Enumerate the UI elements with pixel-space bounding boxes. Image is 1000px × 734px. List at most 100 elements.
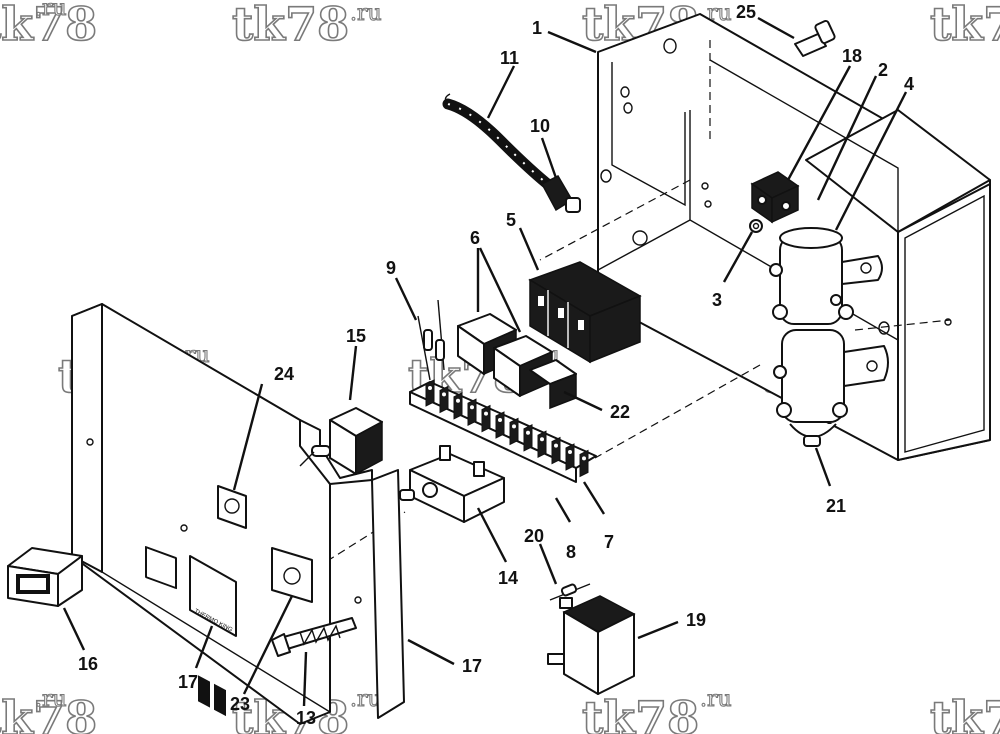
callout-19: 19	[686, 610, 706, 630]
panel-cutout	[145, 546, 177, 590]
leader-line	[757, 16, 795, 40]
fitting-body	[794, 33, 827, 57]
terminal-screw	[442, 392, 446, 397]
logo-mark	[214, 683, 226, 717]
callout-13: 13	[296, 708, 316, 728]
wire-harness	[442, 93, 556, 192]
leader-line	[518, 227, 540, 271]
leader-line	[348, 345, 358, 401]
terminal-screw	[484, 411, 488, 416]
mounting-hole	[620, 86, 630, 98]
panel-hole	[354, 596, 362, 604]
callout-1: 1	[532, 18, 542, 38]
wire-terminal	[435, 339, 445, 361]
leader-line	[722, 231, 754, 283]
relay-terminal	[578, 320, 584, 330]
relay-terminal	[558, 308, 564, 318]
diode-body	[560, 583, 578, 597]
toggle-switch	[299, 407, 383, 476]
wire-leads	[417, 299, 445, 381]
callout-22: 22	[610, 402, 630, 422]
screw	[749, 219, 763, 233]
watermark-suffix: .ru	[35, 0, 67, 21]
cable-end	[444, 93, 451, 105]
callout-25: 25	[736, 2, 756, 22]
solenoid-body	[779, 235, 843, 325]
callout-20: 20	[524, 526, 544, 546]
bezel-plate-lower	[271, 547, 313, 603]
mounting-hole	[944, 318, 952, 326]
callout-24: 24	[274, 364, 294, 384]
leader-line	[302, 651, 308, 707]
solenoid-terminal	[832, 402, 848, 418]
terminal-block	[537, 430, 547, 459]
terminal-block	[439, 385, 449, 414]
bracket-hole	[860, 262, 872, 274]
relay-bank	[528, 261, 642, 364]
screw-thread	[299, 624, 341, 646]
terminal-screw	[540, 437, 544, 442]
terminal-marker-strip	[409, 391, 577, 483]
callout-10: 10	[530, 116, 550, 136]
relay-bank-side	[589, 294, 641, 364]
callout-labels: 1 2 3 4 5 6 7 8 9 10 11 13 14 15 16 17 1…	[78, 2, 914, 728]
terminal-screw	[526, 430, 530, 435]
housing-right-face	[897, 183, 991, 461]
switch-post	[439, 445, 451, 461]
screw-head	[749, 219, 763, 233]
terminal-screw	[568, 450, 572, 454]
front-panel: THERMO KING	[71, 303, 405, 725]
solenoid-terminal	[776, 402, 792, 418]
rectifier-tab	[559, 597, 573, 609]
selector-switch	[399, 445, 505, 523]
callout-14: 14	[498, 568, 518, 588]
terminal-strip	[409, 379, 597, 483]
callout-5: 5	[506, 210, 516, 230]
terminal-blocks	[425, 379, 589, 478]
watermark-suffix: .ru	[350, 1, 382, 26]
callout-6: 6	[470, 228, 480, 248]
bracket-hole	[866, 360, 878, 372]
leader-line	[478, 247, 522, 333]
breaker-terminal	[781, 201, 791, 211]
alignment-line	[539, 179, 691, 261]
bezel-hole	[283, 567, 301, 585]
watermark-text: tk78	[930, 0, 1000, 51]
harness-cable	[442, 98, 556, 192]
bezel-plate	[271, 547, 313, 603]
screw-head	[271, 633, 291, 657]
callout-4: 4	[904, 74, 914, 94]
terminal-block	[495, 411, 505, 439]
terminal-screw	[498, 418, 502, 422]
wire-terminal	[423, 329, 433, 351]
terminal-screw	[554, 443, 558, 448]
hour-meter	[7, 547, 83, 607]
housing-inner-edge	[597, 219, 691, 271]
callout-18: 18	[842, 46, 862, 66]
breaker-terminal	[757, 195, 767, 205]
mounting-hole	[600, 169, 612, 183]
solenoid-lower-bracket	[843, 345, 889, 387]
terminal-block	[565, 443, 575, 471]
callout-3: 3	[712, 290, 722, 310]
meter-side	[57, 555, 83, 607]
solenoid-terminal	[830, 294, 842, 306]
fitting-head	[814, 19, 836, 45]
bezel-plate-upper	[217, 485, 247, 529]
solenoid-top	[779, 227, 843, 249]
terminal-screw	[512, 424, 516, 429]
watermark-text: tk78	[232, 0, 349, 51]
housing-inner-edge	[611, 62, 686, 207]
mounting-hole	[701, 182, 709, 190]
callout-2: 2	[878, 60, 888, 80]
callout-16: 16	[78, 654, 98, 674]
callout-7: 7	[604, 532, 614, 552]
watermark-text: tk78	[582, 691, 699, 734]
meter-digits	[20, 578, 46, 590]
terminal-block	[523, 423, 533, 452]
leader-line	[637, 620, 679, 640]
front-panel-edge	[71, 303, 103, 573]
circuit-breaker	[750, 171, 800, 224]
mounting-hole	[704, 200, 712, 208]
